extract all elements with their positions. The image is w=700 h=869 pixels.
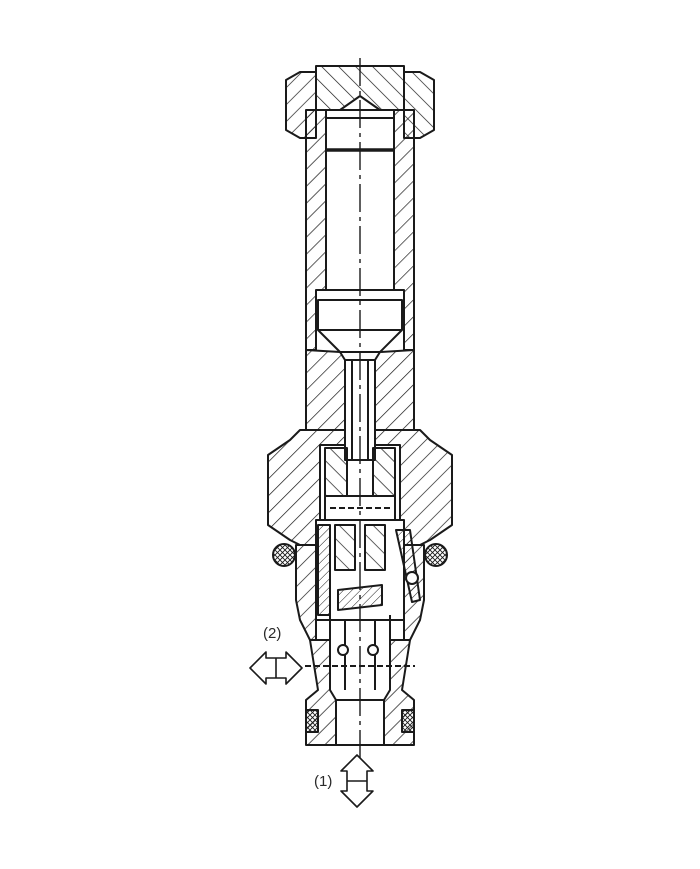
top-nut — [285, 65, 435, 139]
valve-body — [267, 429, 453, 546]
cartridge-body — [295, 519, 425, 690]
o-ring-right — [424, 543, 448, 567]
port-1-arrow — [340, 754, 374, 808]
port-2-arrow — [249, 651, 303, 685]
port-1-label: (1) — [314, 773, 333, 790]
o-ring-left — [272, 543, 296, 567]
port-2-label: (2) — [263, 625, 282, 642]
